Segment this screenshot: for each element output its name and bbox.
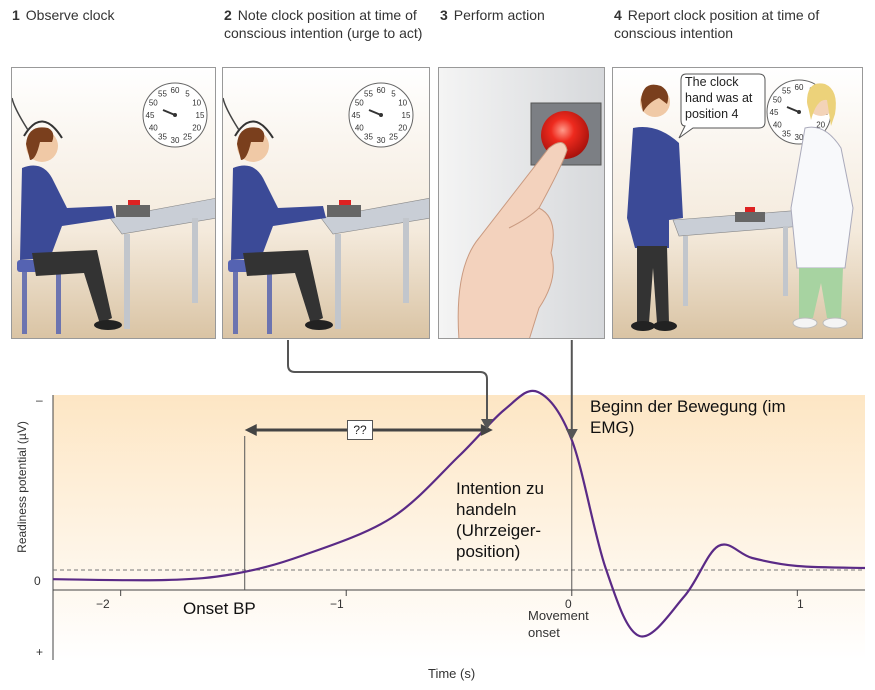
step-text: Observe clock	[25, 7, 115, 23]
arrow-right-icon	[480, 424, 493, 436]
clock-number: 35	[158, 133, 167, 142]
clock-number: 20	[192, 124, 201, 133]
clock-number: 50	[149, 99, 158, 108]
clock-number: 35	[782, 130, 791, 139]
clock-number: 10	[192, 99, 201, 108]
step-number: 3	[440, 7, 448, 23]
movement-onset-label: Movement onset	[528, 608, 589, 640]
connector-arrow	[287, 340, 488, 422]
readiness-potential-chart	[52, 340, 866, 660]
step-text: Note clock position at time of conscious…	[224, 7, 423, 41]
clock-number: 50	[773, 96, 782, 105]
readiness-curve	[52, 389, 866, 638]
panel-perform-action	[438, 67, 605, 339]
step-number: 4	[614, 7, 622, 23]
arrow-down-icon	[481, 419, 493, 430]
clock-number: 30	[171, 136, 180, 145]
step-text: Report clock position at time of conscio…	[614, 7, 820, 41]
clock-hand	[368, 109, 382, 116]
clock-number: 60	[171, 86, 180, 95]
clock-number: 15	[196, 111, 205, 120]
movement-start-annotation: Beginn der Bewegung (im EMG)	[590, 397, 786, 437]
clock-number: 10	[398, 99, 407, 108]
clock-number: 35	[364, 133, 373, 142]
clock-number: 25	[389, 133, 398, 142]
clock-number: 25	[183, 133, 192, 142]
intention-annotation: Intention zu handeln (Uhrzeiger-position…	[456, 479, 544, 561]
clock-hand	[786, 106, 800, 113]
speech-bubble-text: The clock hand was at position 4	[685, 75, 753, 121]
step-text: Perform action	[453, 7, 545, 23]
x-tick--1: −1	[330, 597, 344, 611]
x-tick--2: −2	[96, 597, 110, 611]
clock-number: 40	[355, 124, 364, 133]
clock-number: 60	[377, 86, 386, 95]
step-number: 1	[12, 7, 20, 23]
clock-number: 55	[782, 86, 791, 95]
clock-number: 40	[149, 124, 158, 133]
clock-number: 55	[158, 89, 167, 98]
step-number: 2	[224, 7, 232, 23]
clock-number: 55	[364, 89, 373, 98]
clock-hand	[162, 109, 176, 116]
clock-number: 20	[398, 124, 407, 133]
y-tick-minus: –	[36, 393, 43, 407]
step-1-caption: 1 Observe clock	[12, 6, 212, 24]
y-tick-plus: +	[36, 645, 44, 659]
clock-number: 60	[795, 83, 804, 92]
clock-number: 40	[773, 121, 782, 130]
onset-bp-annotation: Onset BP	[183, 599, 256, 618]
clock-number: 50	[355, 99, 364, 108]
arrow-down-icon	[565, 429, 578, 440]
x-axis-label: Time (s)	[428, 666, 476, 681]
y-axis-label: Readiness potential (µV)	[15, 421, 29, 553]
clock-number: 15	[402, 111, 411, 120]
clock-number: 45	[146, 111, 155, 120]
clock-number: 20	[816, 121, 825, 130]
clock-number: 30	[795, 133, 804, 142]
y-tick-zero: 0	[34, 574, 41, 588]
clock-number: 30	[377, 136, 386, 145]
plot-background	[53, 395, 865, 660]
clock-number: 5	[391, 89, 396, 98]
clock-number: 45	[770, 108, 779, 117]
interval-label: ??	[347, 420, 373, 440]
clock-number: 45	[352, 111, 361, 120]
x-tick-0: 0	[565, 597, 572, 611]
step-3-caption: 3 Perform action	[440, 6, 610, 24]
arrow-left-icon	[244, 424, 257, 436]
clock-number: 5	[185, 89, 190, 98]
x-tick-1: 1	[797, 597, 804, 611]
